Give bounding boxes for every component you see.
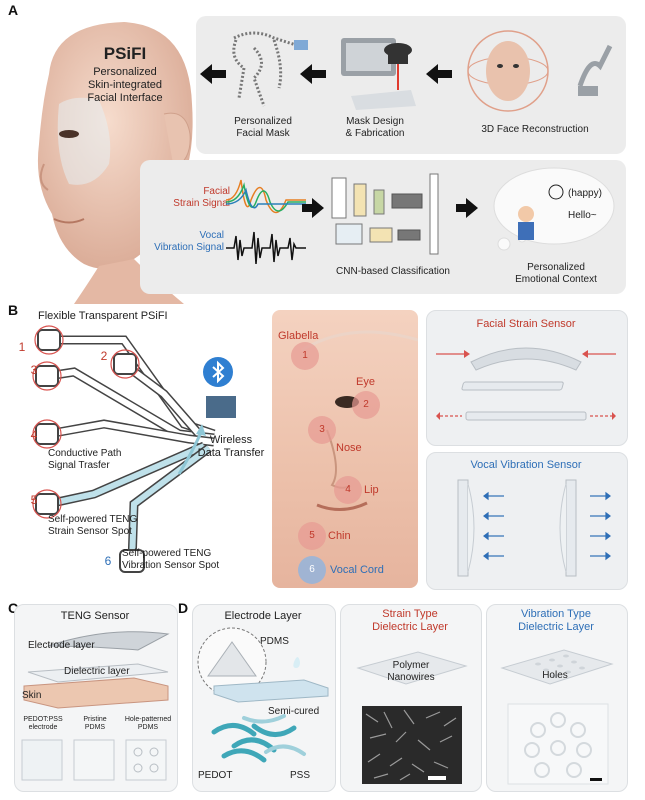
cnn-label: CNN-based Classification bbox=[318, 266, 468, 278]
arrow-left-icon bbox=[200, 64, 226, 84]
strain-dielectric-title: Strain Type Dielectric Layer bbox=[340, 608, 480, 634]
holes-label: Holes bbox=[530, 670, 580, 682]
thought-bubble bbox=[488, 164, 618, 254]
spot-6-label: 6 bbox=[102, 554, 114, 568]
hello-label: Hello~ bbox=[568, 210, 618, 222]
spot-4-label: 4 bbox=[28, 428, 40, 442]
sample-hole-label: Hole-patterned PDMS bbox=[120, 716, 176, 733]
sample-pristine-label: Pristine PDMS bbox=[70, 716, 120, 733]
spot-1-label: 1 bbox=[16, 340, 28, 354]
glabella-label: Glabella bbox=[278, 330, 338, 343]
context-label: Personalized Emotional Context bbox=[496, 262, 616, 286]
pss-label: PSS bbox=[290, 770, 320, 782]
vocal-sensor-title: Vocal Vibration Sensor bbox=[426, 459, 626, 472]
wireless-label: Wireless Data Transfer bbox=[196, 434, 266, 460]
polymer-nanowires-label: Polymer Nanowires bbox=[376, 660, 446, 684]
point-6-number: 6 bbox=[306, 564, 318, 576]
point-1-number: 1 bbox=[299, 350, 311, 362]
fabrication-icon bbox=[326, 18, 426, 113]
teng-strain-label: Self-powered TENG Strain Sensor Spot bbox=[48, 514, 178, 538]
spot-2-label: 2 bbox=[98, 349, 110, 363]
semicured-label: Semi-cured bbox=[268, 706, 328, 718]
sample-photos bbox=[18, 736, 174, 784]
arrow-left-icon bbox=[426, 64, 452, 84]
reconstruction-label: 3D Face Reconstruction bbox=[470, 124, 600, 136]
pedot-label: PEDOT bbox=[198, 770, 238, 782]
vibration-dielectric-title: Vibration Type Dielectric Layer bbox=[486, 608, 626, 634]
point-5-number: 5 bbox=[306, 530, 318, 542]
fabrication-label: Mask Design & Fabrication bbox=[330, 116, 420, 140]
electrode-layer-label: Electrode layer bbox=[28, 640, 128, 652]
strain-sensor-title: Facial Strain Sensor bbox=[426, 318, 626, 331]
mask-label: Personalized Facial Mask bbox=[218, 116, 308, 140]
vibration-dielectric-illustration bbox=[494, 638, 618, 788]
nose-label: Nose bbox=[336, 442, 376, 455]
arrow-left-icon bbox=[300, 64, 326, 84]
strain-signal-label: Facial Strain Signal bbox=[150, 186, 230, 210]
strain-sensor-illustration bbox=[436, 336, 616, 436]
arrow-right-icon bbox=[302, 198, 324, 218]
cnn-diagram bbox=[330, 168, 450, 260]
vocal-cord-label: Vocal Cord bbox=[330, 564, 400, 577]
flexible-psifi-title: Flexible Transparent PSiFI bbox=[38, 310, 198, 323]
sample-pedot-label: PEDOT:PSS electrode bbox=[18, 716, 68, 733]
signal-waveforms bbox=[226, 170, 306, 270]
panel-letter-d: D bbox=[178, 600, 188, 616]
spot-5-label: 5 bbox=[28, 493, 40, 507]
facial-mask-icon bbox=[214, 18, 314, 113]
dielectric-layer-label: Dielectric layer bbox=[64, 666, 174, 678]
psifi-subtitle: Personalized Skin-integrated Facial Inte… bbox=[50, 66, 200, 106]
conductive-path-label: Conductive Path Signal Trasfer bbox=[48, 448, 168, 472]
point-3-number: 3 bbox=[316, 424, 328, 436]
pdms-label: PDMS bbox=[260, 636, 300, 648]
face-reconstruction-icon bbox=[460, 26, 620, 116]
teng-sensor-title: TENG Sensor bbox=[14, 610, 176, 623]
happy-label: (happy) bbox=[568, 188, 618, 200]
bluetooth-icon bbox=[202, 356, 234, 388]
spot-3-label: 3 bbox=[28, 363, 40, 377]
arrow-right-icon bbox=[456, 198, 478, 218]
skin-label: Skin bbox=[22, 690, 62, 702]
vocal-sensor-illustration bbox=[436, 474, 616, 582]
point-4-number: 4 bbox=[342, 484, 354, 496]
eye-label: Eye bbox=[356, 376, 396, 389]
lip-label: Lip bbox=[364, 484, 404, 497]
panel-letter-b: B bbox=[8, 302, 18, 318]
teng-vibration-label: Self-powered TENG Vibration Sensor Spot bbox=[122, 548, 262, 572]
psifi-title: PSiFI bbox=[80, 44, 170, 64]
chin-label: Chin bbox=[328, 530, 368, 543]
vocal-signal-label: Vocal Vibration Signal bbox=[134, 230, 224, 254]
point-2-number: 2 bbox=[360, 399, 372, 411]
